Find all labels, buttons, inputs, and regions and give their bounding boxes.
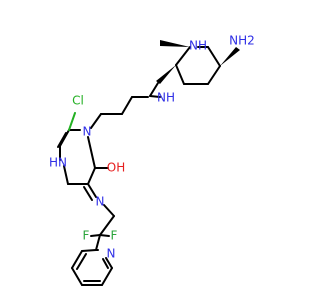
amine-nh-label: NH [157,91,175,105]
ch2-wedge-bond [156,65,176,84]
central-ring [57,129,96,185]
bond [175,64,185,85]
molecule-svg: NH2 NH NH Cl N HN OH N F F N [49,34,255,286]
methyl-wedge-bond [160,40,190,47]
bond [105,257,113,269]
amino-label: NH2 [229,34,255,48]
bond [207,65,221,85]
ring-n-label: N [83,125,92,139]
bond [99,234,110,237]
hydroxyl-label: OH [107,161,125,175]
bond [95,234,101,251]
bond [59,129,70,147]
bond [102,258,109,269]
bond [87,167,96,185]
piperidine-ring [175,46,221,85]
bond [207,46,221,67]
bond [87,183,97,198]
fluoro-left-label: F [83,229,90,243]
imine-n-label: N [96,195,105,209]
bond [121,96,133,115]
bond [81,249,97,252]
piperidine-nh-label: NH [189,39,207,53]
fluoro-right-label: F [111,229,118,243]
pyridine-n-label: N [107,247,116,261]
amino-wedge-bond [220,47,240,66]
bond [63,165,69,185]
chloro-label: Cl [72,94,84,108]
bond [87,136,96,169]
bond [175,46,191,66]
bond [71,250,83,269]
bond [76,253,87,270]
bond [57,132,67,148]
bond [68,112,76,131]
bond [83,186,93,201]
molecule-structure-diagram: NH2 NH NH Cl N HN OH N F F N [49,33,255,286]
bond [149,95,161,98]
bond [90,234,101,237]
bond [103,204,115,217]
bond [101,267,113,286]
ring-hn-label: HN [49,156,67,170]
bond [90,113,102,129]
bond [99,215,115,236]
pyridine-ring [71,249,113,286]
bond [149,82,159,97]
bond [71,267,83,286]
